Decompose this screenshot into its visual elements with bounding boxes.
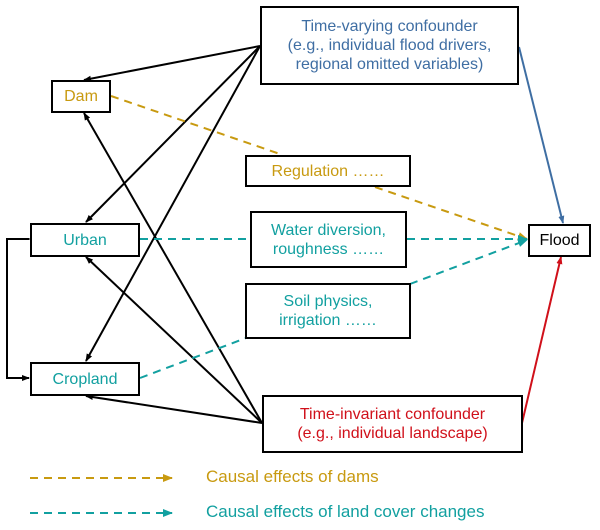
node-dam: Dam bbox=[51, 80, 111, 113]
legend-dams-label: Causal effects of dams bbox=[206, 467, 379, 486]
edge-timevarying-to-urban bbox=[85, 45, 261, 223]
edge-timeinvariant-to-urban bbox=[85, 256, 263, 424]
edge-timevarying-to-dam bbox=[83, 45, 261, 82]
edge-soilphysics-to-flood bbox=[409, 239, 528, 285]
node-time-varying-confounder: Time-varying confounder (e.g., individua… bbox=[260, 6, 519, 85]
edge-timeinvariant-to-cropland bbox=[85, 394, 263, 424]
node-water-diversion: Water diversion, roughness …… bbox=[250, 211, 407, 268]
edge-cropland-to-soilphysics bbox=[139, 337, 247, 379]
edge-timeinvariant-to-dam bbox=[83, 112, 263, 424]
edge-timevarying-to-cropland bbox=[85, 45, 261, 362]
node-soil-physics: Soil physics, irrigation …… bbox=[245, 283, 411, 339]
edge-regulation-to-flood bbox=[374, 186, 528, 240]
node-regulation: Regulation …… bbox=[245, 155, 411, 187]
node-cropland: Cropland bbox=[30, 362, 140, 396]
node-urban: Urban bbox=[30, 223, 140, 257]
node-time-invariant-confounder: Time-invariant confounder (e.g., individ… bbox=[262, 395, 523, 453]
edge-timevarying-to-flood bbox=[518, 46, 565, 224]
edge-dam-to-regulation bbox=[110, 95, 281, 155]
edge-timeinvariant-to-flood bbox=[521, 256, 563, 424]
legend-landcover-label: Causal effects of land cover changes bbox=[206, 502, 485, 521]
edge-urban-cropland-bidirectional bbox=[6, 236, 36, 381]
node-flood: Flood bbox=[528, 224, 591, 257]
